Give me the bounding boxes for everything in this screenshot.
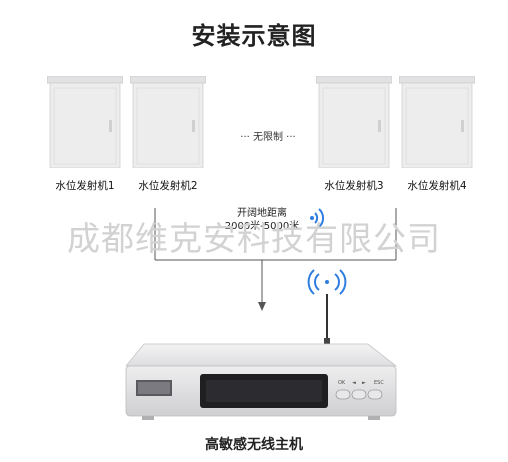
host-label: 高敏感无线主机 (205, 437, 303, 453)
distance-range: 2000米-5000米 (224, 221, 300, 232)
transmitter-cabinet-2 (129, 75, 207, 169)
company-watermark: 成都维克安科技有限公司 (67, 219, 441, 258)
page-title: 安装示意图 (191, 22, 317, 50)
host-device: OK ◄ ► ESC (125, 343, 398, 420)
transmitter-label-3: 水位发射机3 (324, 180, 384, 192)
svg-text:OK: OK (338, 380, 346, 386)
transmitter-label-2: 水位发射机2 (138, 180, 198, 192)
transmitter-label-1: 水位发射机1 (55, 180, 115, 192)
svg-text:►: ► (362, 380, 366, 386)
wireless-signal-icon (310, 208, 325, 228)
transmitter-label-4: 水位发射机4 (407, 180, 467, 192)
transmitter-cabinet-1 (46, 75, 124, 169)
svg-text:◄: ◄ (352, 380, 356, 386)
transmitter-cabinet-4 (398, 75, 476, 169)
unlimited-note: ··· 无限制 ··· (240, 132, 296, 143)
svg-text:ESC: ESC (374, 380, 384, 386)
distance-label: 开阔地距离 (237, 208, 287, 219)
antenna-signal-icon (307, 269, 347, 295)
transmitter-cabinet-3 (315, 75, 393, 169)
